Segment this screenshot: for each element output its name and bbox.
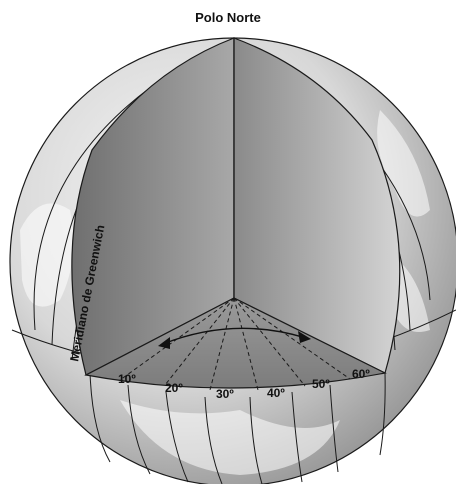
pole-label: Polo Norte xyxy=(195,10,261,25)
angle-label: 10º xyxy=(118,372,136,386)
angle-label: 30º xyxy=(216,387,234,401)
angle-label: 60º xyxy=(352,367,370,381)
angle-label: 20º xyxy=(165,381,183,395)
angle-label: 40º xyxy=(267,386,285,400)
angle-label: 50º xyxy=(312,377,330,391)
